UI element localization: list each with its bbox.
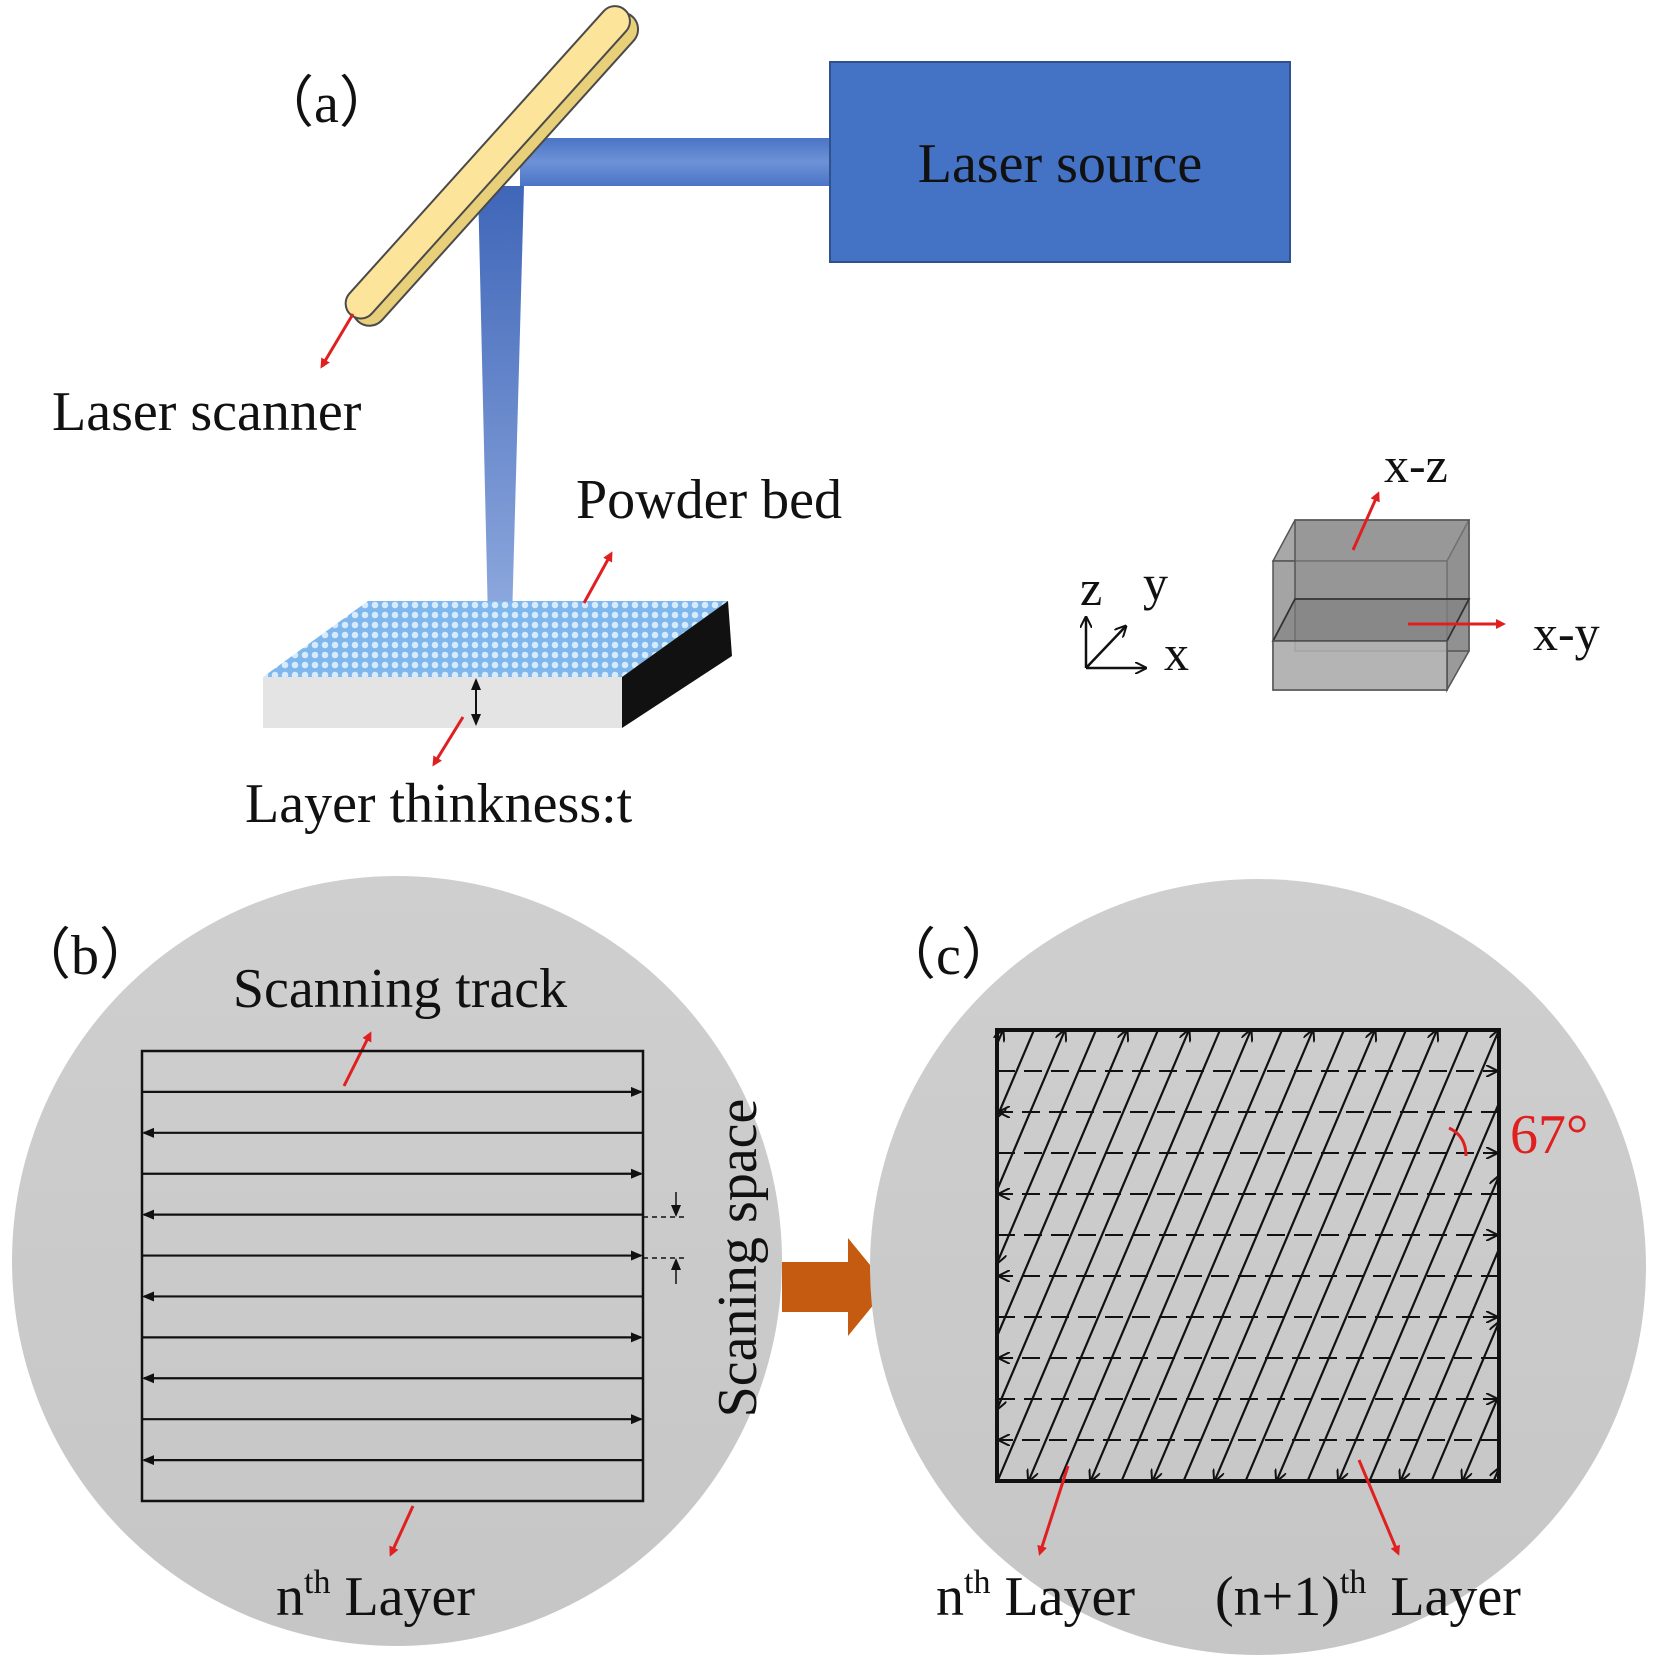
powder-bed-label: Powder bed — [576, 469, 842, 531]
nth-layer-pointer-b — [389, 1505, 415, 1557]
nth-layer-label-b: nth Layer — [276, 1564, 475, 1628]
rotated-track-line — [1244, 1030, 1437, 1482]
scan-area-frame — [995, 1028, 1501, 1483]
scanning-track-label: Scanning track — [233, 958, 567, 1020]
rotated-track-line — [1430, 1322, 1499, 1482]
n1th-layer-pointer — [1357, 1459, 1400, 1556]
coordinate-axes: z y x — [1080, 555, 1189, 681]
rotated-track-line — [1153, 1029, 1346, 1481]
laser-scanner-label: Laser scanner — [52, 381, 362, 443]
panel-b-tag: （b） — [15, 925, 155, 987]
angle-arc — [1448, 1126, 1468, 1157]
powder-bed-side — [622, 601, 732, 728]
vertical-laser-beam — [478, 186, 524, 620]
layer-thickness-pointer — [432, 716, 465, 767]
scanning-tracks — [142, 1086, 643, 1466]
y-axis-arrow — [1085, 626, 1126, 669]
nth-layer-sup-b: th — [304, 1564, 330, 1601]
panel-a-tag: （a） — [258, 73, 395, 135]
laser-source-box — [829, 61, 1291, 263]
sample-cube — [1271, 519, 1471, 693]
rotated-track-line — [1058, 1030, 1251, 1482]
scanning-track-pointer — [342, 1031, 372, 1087]
laser-scanner-pointer — [320, 313, 355, 369]
n1th-layer-word: Layer — [1390, 1566, 1521, 1628]
rotated-track-line — [1029, 1029, 1222, 1481]
xz-plane-pointer — [1351, 491, 1380, 551]
powder-bed-front — [263, 677, 622, 728]
rotated-scan-tracks — [997, 1030, 1499, 1481]
rotated-track-line — [995, 1030, 1127, 1337]
rotated-track-line — [1215, 1029, 1408, 1481]
nth-layer-word-c: Layer — [1004, 1566, 1135, 1628]
axis-z-label: z — [1080, 560, 1102, 616]
rotated-track-line — [997, 1029, 1160, 1409]
scanning-space-label: Scaning space — [707, 1099, 769, 1418]
n1th-layer-label: (n+1)th Layer — [1215, 1564, 1521, 1628]
rotated-track-line — [997, 1029, 1098, 1263]
xy-plane — [1271, 598, 1471, 642]
nth-layer-sup-c: th — [964, 1564, 990, 1601]
rotated-track-line — [1463, 1394, 1501, 1481]
nth-layer-n-b: n — [276, 1566, 304, 1628]
rotated-track-line — [995, 1030, 1065, 1191]
angle-label: 67° — [1510, 1104, 1588, 1166]
rotated-track-line — [1091, 1029, 1284, 1481]
panel-a: （a） Laser source Laser scanner Powder be… — [52, 5, 1600, 835]
nth-layer-pointer-c — [1037, 1465, 1070, 1556]
panel-c-tag: （c） — [880, 925, 1017, 987]
panel-b: （b） Scanning track Scaning space nth Laye… — [12, 876, 782, 1646]
rotated-track-line — [1401, 1248, 1501, 1481]
powder-bed-top — [263, 601, 728, 677]
panel-b-circle — [12, 876, 782, 1646]
laser-scanner-mirror — [344, 5, 640, 327]
panel-c-circle — [870, 879, 1646, 1655]
thick-right-arrow-icon — [782, 1238, 888, 1336]
n1th-layer-sup: th — [1340, 1564, 1366, 1601]
cube-front-lower — [1272, 640, 1448, 691]
nth-layer-word-b: Layer — [344, 1566, 475, 1628]
rotated-track-line — [1368, 1176, 1499, 1482]
rotated-track-line — [1120, 1030, 1313, 1482]
rotated-track-line — [1306, 1030, 1499, 1482]
xy-plane-label: x-y — [1533, 605, 1600, 661]
horizontal-laser-beam — [520, 138, 830, 186]
rotated-track-line — [1182, 1030, 1375, 1482]
laser-source-label: Laser source — [918, 133, 1203, 195]
axis-x-label: x — [1164, 625, 1189, 681]
previous-layer-tracks — [997, 1071, 1499, 1440]
axis-y-label: y — [1143, 555, 1168, 611]
xz-plane-label: x-z — [1384, 437, 1448, 493]
rotated-track-line — [1339, 1102, 1501, 1481]
rotated-track-line — [997, 1029, 1036, 1117]
rotated-track-line — [996, 1030, 1189, 1482]
powder-bed-pointer — [582, 551, 613, 604]
nth-layer-label-c: nth Layer — [936, 1564, 1135, 1628]
scanning-space-indicator — [643, 1192, 688, 1284]
n1th-layer-n: (n+1) — [1215, 1566, 1340, 1628]
nth-layer-n-c: n — [936, 1566, 964, 1628]
rotated-track-line — [1277, 1029, 1470, 1481]
layer-thickness-label: Layer thinkness:t — [245, 773, 633, 835]
nth-layer-frame — [140, 1049, 645, 1503]
